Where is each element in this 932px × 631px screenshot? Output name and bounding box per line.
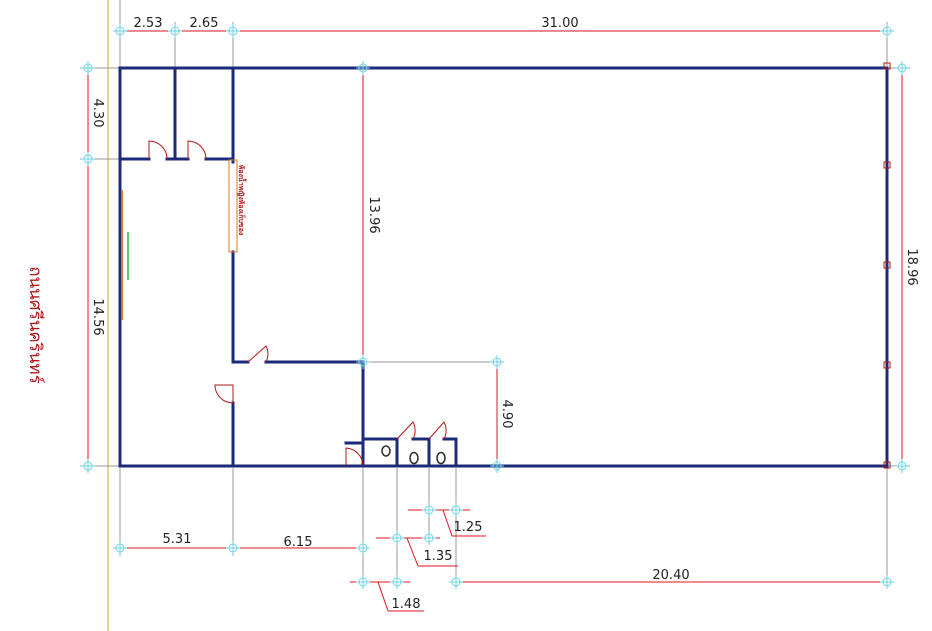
grid-markers (81, 24, 909, 589)
toilet-3 (436, 451, 446, 465)
dim-toilet-1: 1.25 (454, 520, 483, 535)
street-name: ถนนศรีนครินทร์ (25, 266, 45, 384)
dim-left-lower: 14.56 (90, 298, 105, 335)
doors (148, 140, 447, 467)
dim-top-2: 2.65 (190, 16, 219, 31)
dim-top-3: 31.00 (541, 16, 578, 31)
room-label-board (228, 159, 238, 253)
columns (883, 62, 891, 469)
dim-right-overall: 18.96 (904, 248, 919, 285)
dim-toilet-2: 1.35 (424, 549, 453, 564)
toilet-fixtures (381, 445, 446, 465)
dim-bottom-1: 5.31 (163, 532, 192, 547)
dimension-lines (87, 30, 903, 612)
toilet-2 (409, 451, 419, 465)
room-label: ห้องน้ำหญิงห้องเก็บของ (237, 165, 248, 236)
toilet-1 (381, 445, 391, 457)
dim-inner-step: 4.90 (499, 400, 514, 429)
dim-left-upper: 4.30 (90, 99, 105, 128)
dim-bottom-3: 20.40 (652, 568, 689, 583)
dim-top-1: 2.53 (134, 16, 163, 31)
dim-toilet-3: 1.48 (392, 597, 421, 612)
extension-lines (80, 0, 910, 589)
dim-bottom-2: 6.15 (284, 535, 313, 550)
dim-interior-vertical: 13.96 (366, 196, 381, 233)
